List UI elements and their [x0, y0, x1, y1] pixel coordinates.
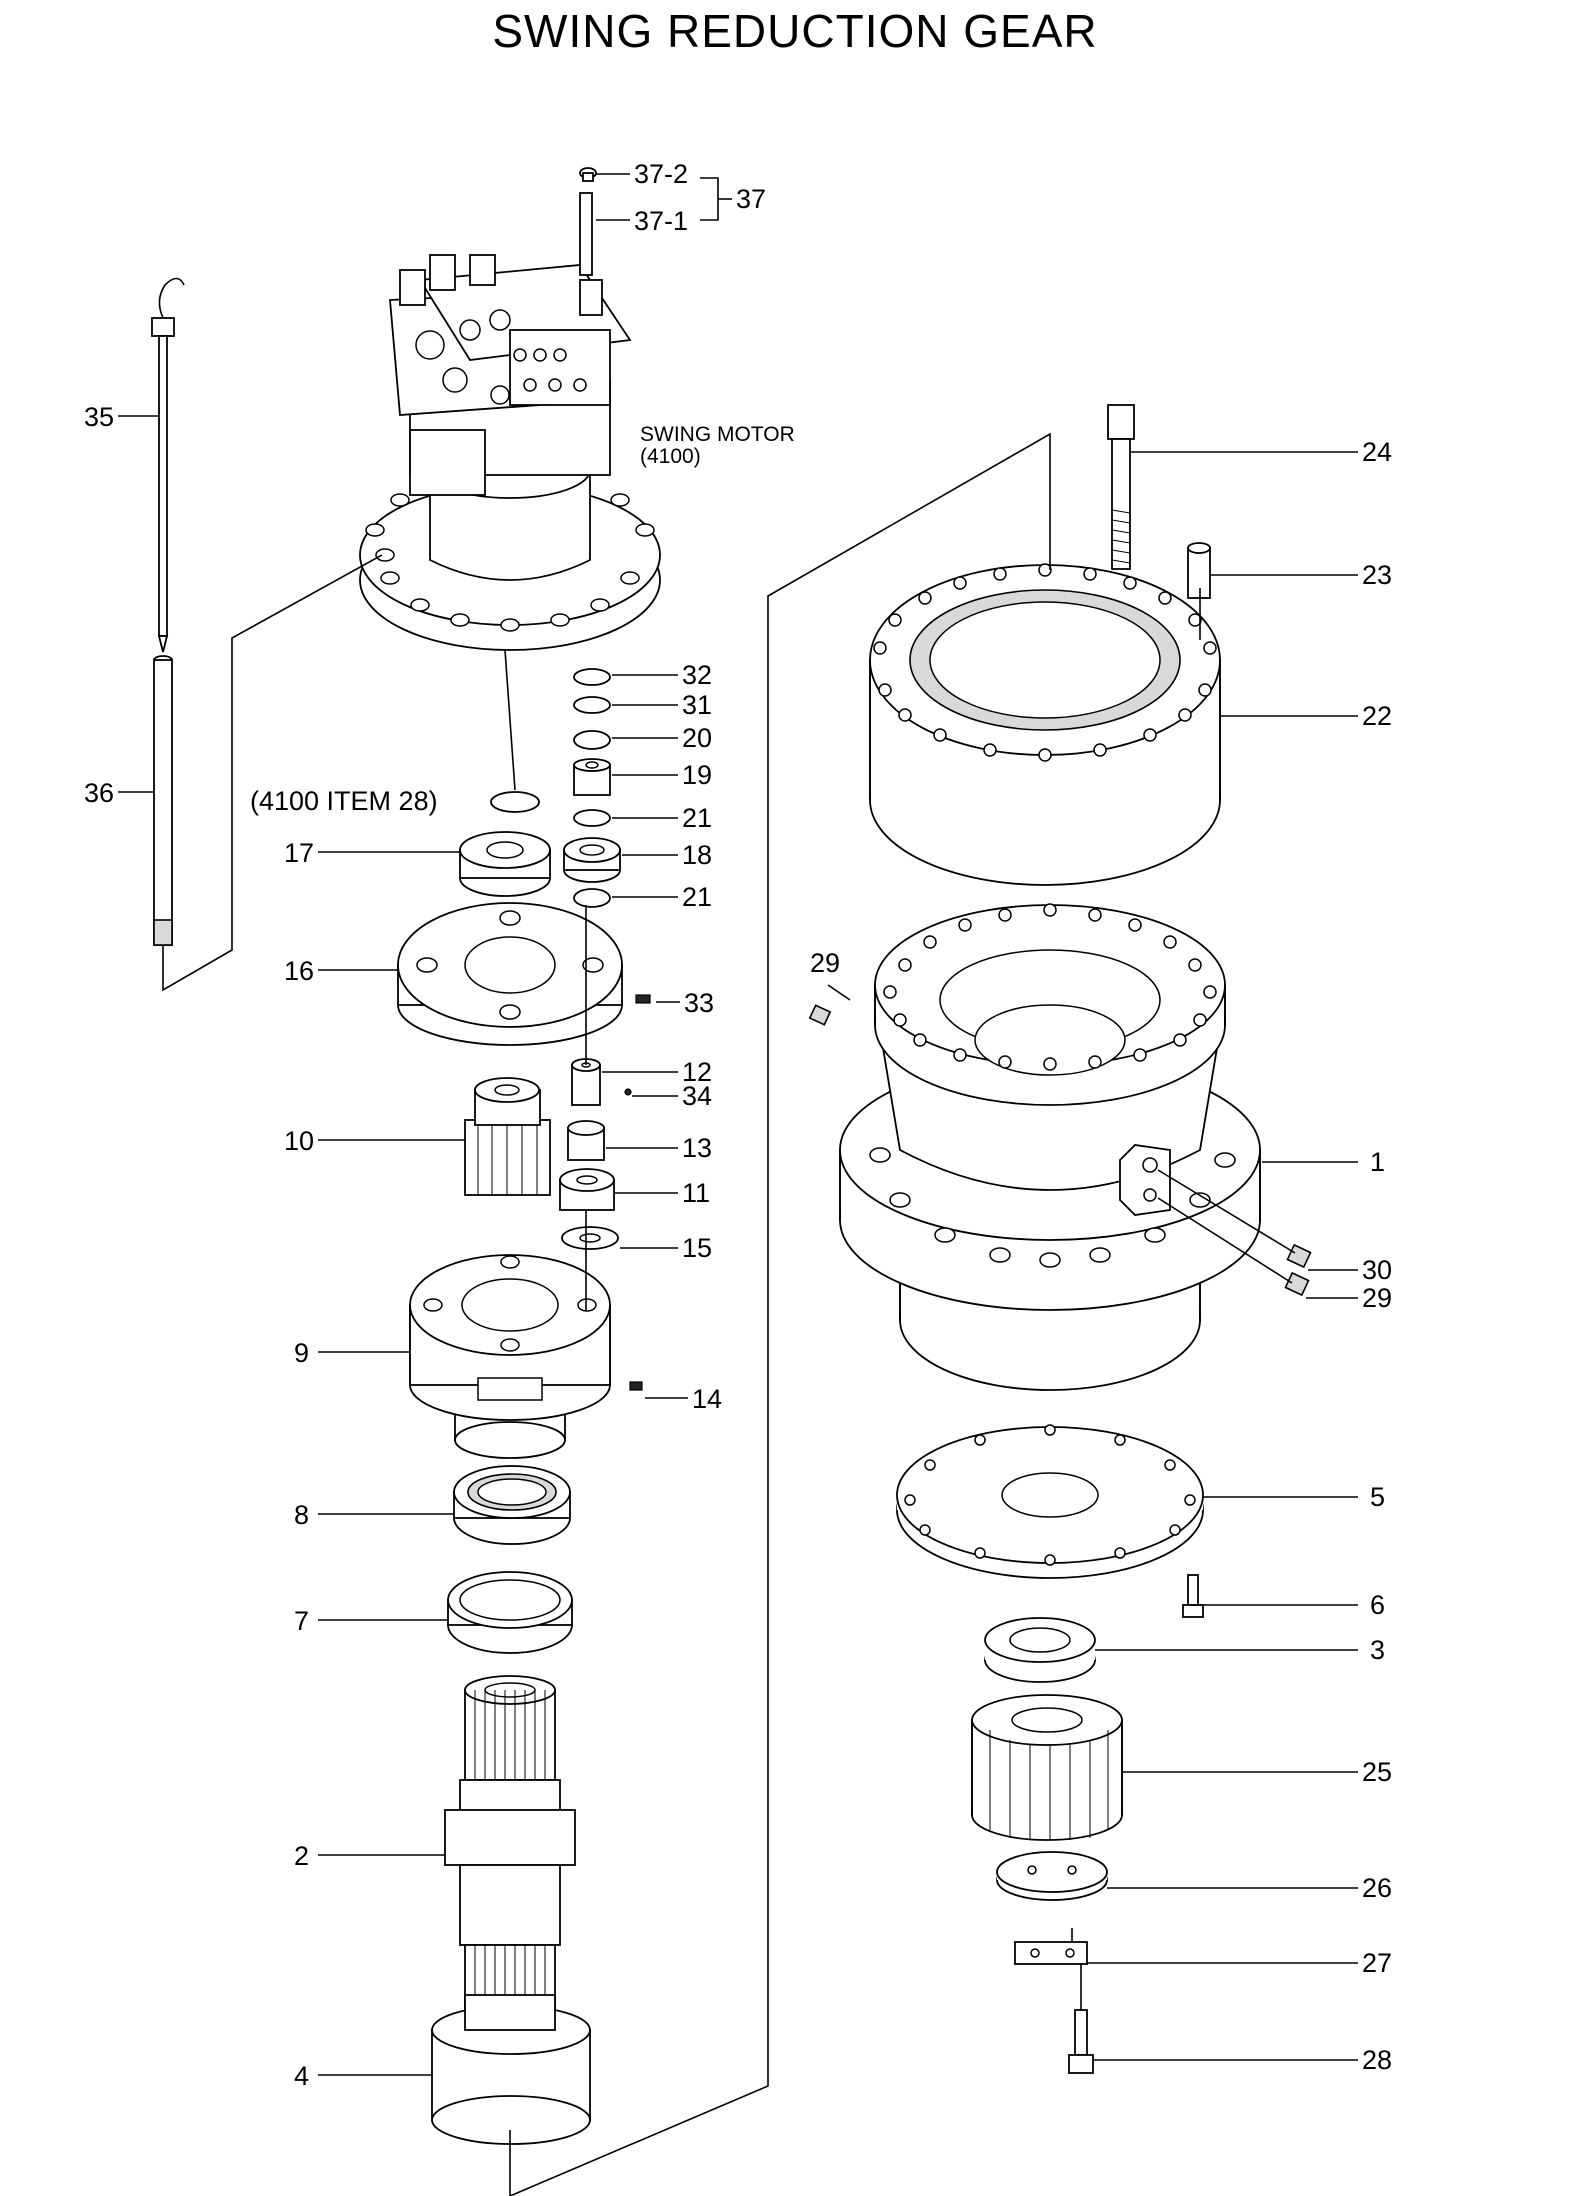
callout-2: 2 — [294, 1841, 309, 1871]
ring-4100-item-28 — [490, 791, 540, 813]
callout-37: 37 — [736, 184, 766, 214]
carrier-plate-16 — [397, 902, 623, 1046]
guide-tube-36 — [153, 655, 173, 946]
seal-7 — [447, 1571, 573, 1654]
pin-12 — [571, 1058, 601, 1106]
callout-34: 34 — [682, 1081, 712, 1111]
housing-1 — [839, 903, 1261, 1391]
callout-27: 27 — [1362, 1948, 1392, 1978]
callout-17: 17 — [284, 838, 314, 868]
callout-37-2: 37-2 — [634, 159, 688, 189]
callout-15: 15 — [682, 1233, 712, 1263]
plug-and-pin-37 — [579, 167, 597, 276]
callout-11: 11 — [682, 1178, 710, 1208]
callout-36: 36 — [84, 778, 114, 808]
callout-37-1: 37-1 — [634, 206, 688, 236]
leader-lines — [118, 173, 1358, 2196]
screw-14 — [629, 1381, 643, 1391]
dipstick-35 — [151, 277, 185, 653]
callout-7: 7 — [294, 1606, 309, 1636]
callout-22: 22 — [1362, 701, 1392, 731]
callout-9: 9 — [294, 1338, 309, 1368]
seal-3 — [984, 1617, 1096, 1683]
ring-gear-22 — [869, 563, 1221, 886]
callout-35: 35 — [84, 402, 114, 432]
callout-12: 12 — [682, 1057, 712, 1087]
callout-14: 14 — [692, 1384, 722, 1414]
gear-17 — [459, 831, 551, 897]
callout-13: 13 — [682, 1133, 712, 1163]
gear-11 — [559, 1168, 615, 1211]
callout-10: 10 — [284, 1126, 314, 1156]
bolt-28 — [1068, 2009, 1094, 2074]
callout-25: 25 — [1362, 1757, 1392, 1787]
callout-16: 16 — [284, 956, 314, 986]
callout-18: 18 — [682, 840, 712, 870]
bearing-4 — [431, 1994, 591, 2145]
gear-18 — [563, 837, 621, 883]
callout-3: 3 — [1370, 1635, 1385, 1665]
ref-note-4100-item-28: (4100 ITEM 28) — [250, 786, 438, 816]
callout-30: 30 — [1362, 1255, 1392, 1285]
callout-4: 4 — [294, 2061, 309, 2091]
bearing-8 — [453, 1465, 571, 1545]
cover-plate-5 — [896, 1424, 1204, 1579]
callout-26: 26 — [1362, 1873, 1392, 1903]
gear-10 — [464, 1077, 551, 1196]
callout-19: 19 — [682, 760, 712, 790]
callout-20: 20 — [682, 723, 712, 753]
swing-motor — [359, 254, 661, 651]
callout-29-upper: 29 — [810, 948, 840, 978]
plug-29-upper — [808, 1004, 832, 1026]
callout-24: 24 — [1362, 437, 1392, 467]
callout-23: 23 — [1362, 560, 1392, 590]
callout-6: 6 — [1370, 1590, 1385, 1620]
callout-29-lower: 29 — [1362, 1283, 1392, 1313]
screw-33 — [635, 994, 651, 1004]
plug-29-lower — [1284, 1271, 1310, 1297]
bolt-24 — [1107, 404, 1135, 570]
callout-5: 5 — [1370, 1482, 1385, 1512]
callout-32: 32 — [682, 660, 712, 690]
callout-8: 8 — [294, 1500, 309, 1530]
bushing-13 — [567, 1120, 605, 1161]
callout-1: 1 — [1370, 1147, 1385, 1177]
callout-labels: 37-2 37-1 37 35 36 32 31 20 19 21 17 18 … — [84, 159, 1392, 2091]
ball-34 — [624, 1088, 632, 1096]
lock-plate-27 — [1014, 1941, 1088, 1965]
upper-stack — [573, 668, 611, 908]
pinion-25 — [971, 1694, 1123, 1841]
carrier-9 — [409, 1254, 611, 1459]
callout-21-upper: 21 — [682, 803, 712, 833]
callout-31: 31 — [682, 690, 712, 720]
plug-30 — [1286, 1243, 1312, 1269]
swing-motor-label: SWING MOTOR — [640, 423, 795, 446]
pin-23 — [1187, 542, 1211, 599]
diagram-title: SWING REDUCTION GEAR — [492, 5, 1098, 57]
plate-26 — [996, 1851, 1108, 1901]
callout-28: 28 — [1362, 2045, 1392, 2075]
swing-motor-code: (4100) — [640, 445, 701, 468]
callout-21-lower: 21 — [682, 882, 712, 912]
callout-33: 33 — [684, 988, 714, 1018]
bolt-6 — [1182, 1574, 1204, 1618]
